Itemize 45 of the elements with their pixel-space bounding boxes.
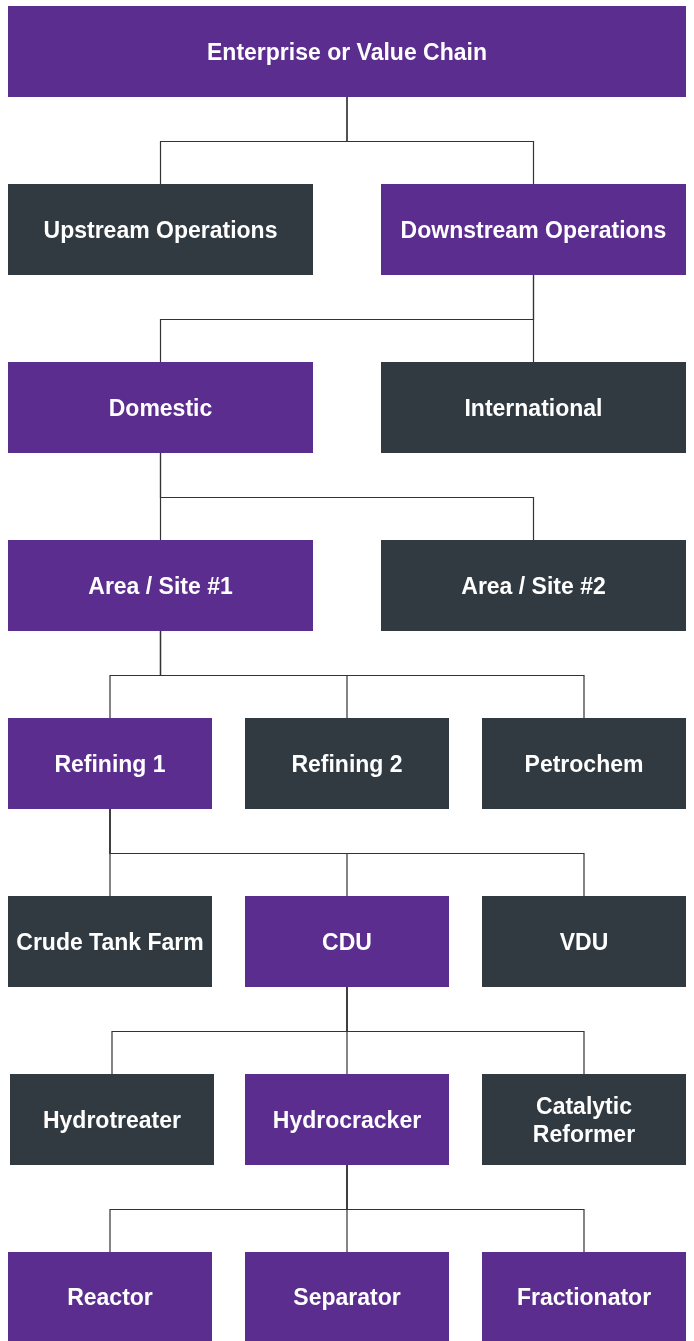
hierarchy-box bbox=[482, 1074, 686, 1165]
box-label: International bbox=[464, 393, 603, 422]
box-label: Upstream Operations bbox=[43, 215, 278, 244]
connector-line bbox=[109, 808, 585, 897]
box-label: Catalytic Reformer bbox=[531, 1091, 637, 1148]
box-label: Domestic bbox=[108, 393, 213, 422]
connector-line bbox=[532, 274, 535, 363]
box-label: Refining 2 bbox=[291, 749, 403, 778]
hierarchy-box bbox=[381, 184, 686, 275]
hierarchy-box bbox=[8, 718, 212, 809]
box-label: Crude Tank Farm bbox=[16, 927, 204, 956]
connector-line bbox=[346, 986, 585, 1075]
connector-line bbox=[159, 630, 585, 719]
hierarchy-box bbox=[381, 540, 686, 631]
hierarchy-box bbox=[482, 896, 686, 987]
box-label: Separator bbox=[293, 1282, 401, 1311]
hierarchy-box bbox=[8, 1252, 212, 1341]
connector-line bbox=[346, 1164, 585, 1253]
box-label: CDU bbox=[322, 927, 372, 956]
hierarchy-box bbox=[8, 6, 686, 97]
hierarchy-box bbox=[482, 718, 686, 809]
hierarchy-box bbox=[8, 184, 313, 275]
box-label: Area / Site #1 bbox=[88, 571, 233, 600]
hierarchy-box bbox=[10, 1074, 214, 1165]
hierarchy-box bbox=[245, 1074, 449, 1165]
box-label: VDU bbox=[559, 927, 609, 956]
box-label: Fractionator bbox=[516, 1282, 652, 1311]
box-label: Enterprise or Value Chain bbox=[207, 37, 487, 66]
box-label: Hydrotreater bbox=[42, 1105, 181, 1134]
box-label: Hydrocracker bbox=[272, 1105, 422, 1134]
box-label: Downstream Operations bbox=[400, 215, 667, 244]
hierarchy-box bbox=[245, 718, 449, 809]
hierarchy-box bbox=[245, 896, 449, 987]
box-label: Refining 1 bbox=[54, 749, 166, 778]
box-label: Area / Site #2 bbox=[461, 571, 606, 600]
hierarchy-box bbox=[8, 896, 212, 987]
connector-line bbox=[159, 452, 535, 541]
hierarchy-box bbox=[381, 362, 686, 453]
hierarchy-box bbox=[8, 540, 313, 631]
connector-line bbox=[346, 96, 535, 185]
hierarchy-box bbox=[245, 1252, 449, 1341]
hierarchy-box bbox=[482, 1252, 686, 1341]
hierarchy-box bbox=[8, 362, 313, 453]
box-label: Reactor bbox=[67, 1282, 153, 1311]
box-label: Petrochem bbox=[524, 749, 644, 778]
